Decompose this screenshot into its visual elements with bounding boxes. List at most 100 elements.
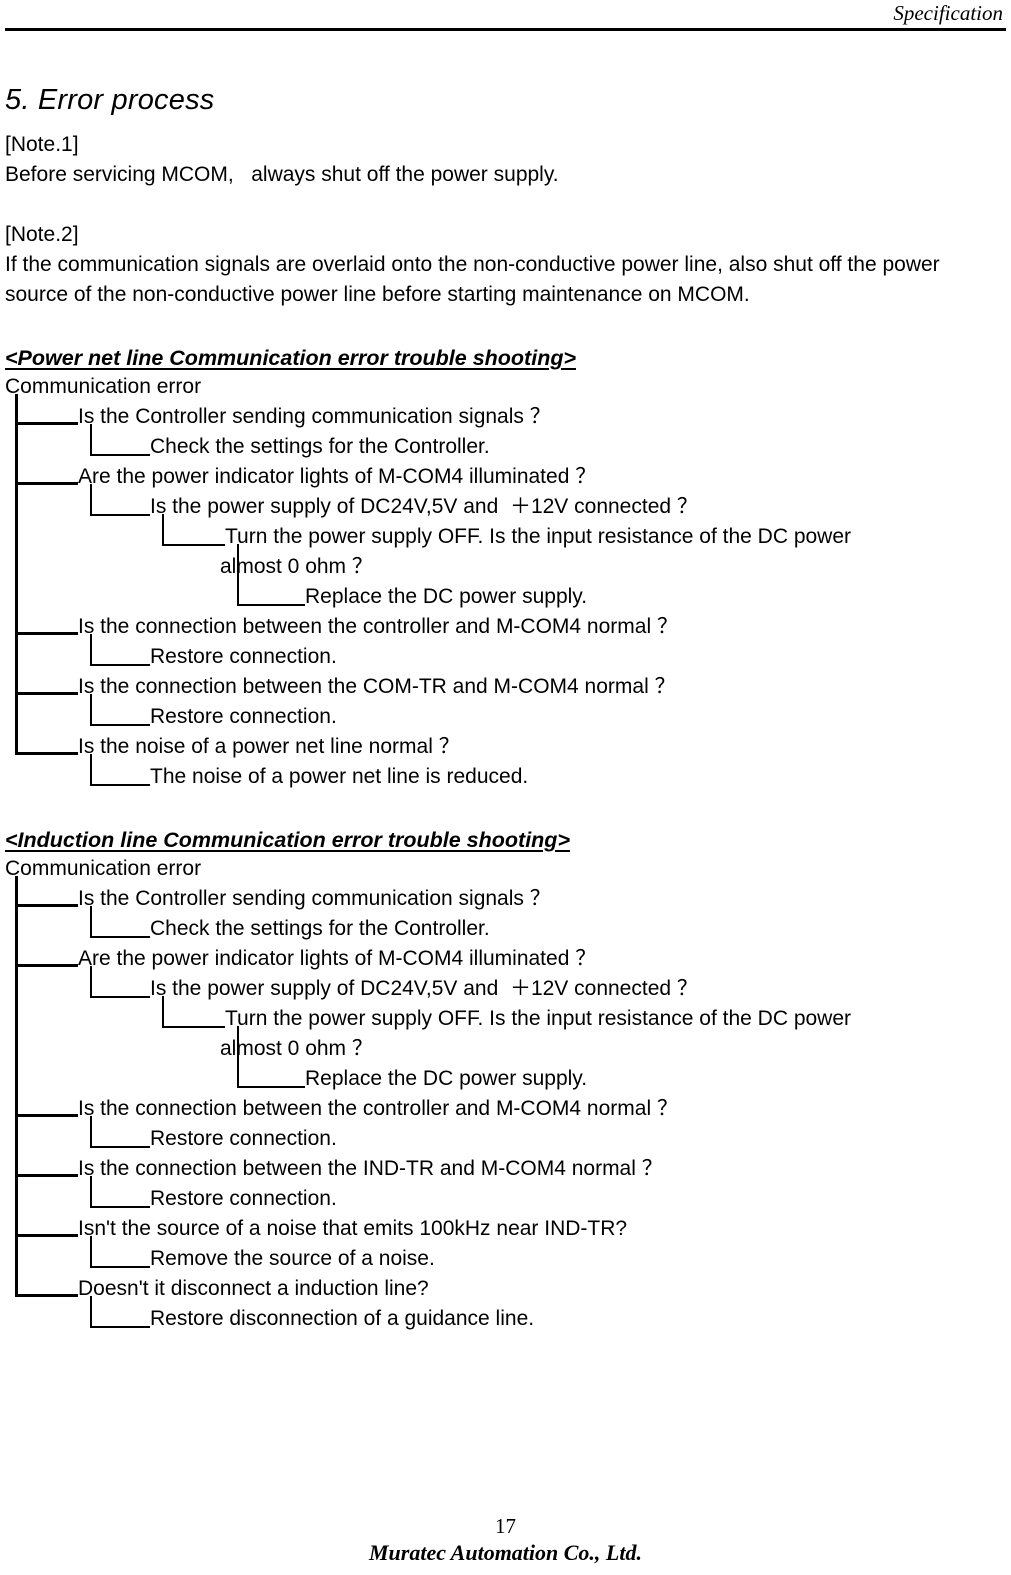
tree-node: Replace the DC power supply.	[5, 1064, 1005, 1094]
tree-connector-vertical	[90, 1236, 92, 1266]
tree-connector-horizontal	[15, 752, 78, 755]
tree-connector-vertical	[90, 1176, 92, 1206]
tree-node-label: Are the power indicator lights of M-COM4…	[78, 465, 597, 488]
tree-connector-horizontal	[90, 1206, 150, 1208]
tree-connector-horizontal	[90, 664, 150, 666]
tree-node: almost 0 ohm ？	[5, 1034, 1005, 1064]
tree-node: Restore connection.	[5, 702, 1005, 732]
tree-connector-horizontal	[162, 1026, 225, 1028]
spacer	[5, 118, 1005, 130]
tree-node: Is the connection between the COM-TR and…	[5, 672, 1005, 702]
tree-node-label: Restore connection.	[150, 705, 337, 728]
tree-connector-vertical	[15, 876, 18, 1294]
tree-2-title: <Induction line Communication error trou…	[5, 828, 570, 852]
tree-node-label: Are the power indicator lights of M-COM4…	[78, 947, 597, 970]
tree-1-title: <Power net line Communication error trou…	[5, 346, 577, 370]
spacer	[5, 310, 1005, 344]
tree-node-label: Replace the DC power supply.	[305, 585, 588, 608]
tree-node: Is the power supply of DC24V,5V and ＋12V…	[5, 492, 1005, 522]
tree-connector-horizontal	[15, 692, 78, 695]
document-body: 5. Error process [Note.1] Before servici…	[5, 36, 1005, 1334]
tree-node: Is the connection between the controller…	[5, 1094, 1005, 1124]
tree-node-label: Doesn't it disconnect a induction line?	[78, 1277, 429, 1300]
tree-connector-vertical	[90, 634, 92, 664]
tree-connector-horizontal	[15, 422, 78, 425]
header-title: Specification	[893, 1, 1003, 25]
tree-connector-horizontal	[90, 514, 150, 516]
tree-connector-vertical	[237, 1026, 239, 1086]
tree-node: almost 0 ohm ？	[5, 552, 1005, 582]
spacer	[5, 792, 1005, 826]
tree-node: Restore connection.	[5, 1124, 1005, 1154]
tree-node-label: Is the connection between the COM-TR and…	[78, 675, 676, 698]
tree-node-label: Is the power supply of DC24V,5V and ＋12V…	[150, 495, 698, 518]
tree-rows: Is the Controller sending communication …	[5, 394, 1005, 792]
tree-connector-vertical	[90, 754, 92, 784]
tree-node-label: Check the settings for the Controller.	[150, 917, 490, 940]
tree-node-label: Is the Controller sending communication …	[78, 405, 551, 428]
tree-connector-horizontal	[90, 724, 150, 726]
tree-node: Check the settings for the Controller.	[5, 432, 1005, 462]
tree-connector-horizontal	[15, 632, 78, 635]
tree-connector-horizontal	[90, 996, 150, 998]
tree-node: Remove the source of a noise.	[5, 1244, 1005, 1274]
tree-connector-horizontal	[90, 1326, 150, 1328]
tree-node-label: Replace the DC power supply.	[305, 1067, 588, 1090]
tree-connector-vertical	[90, 1296, 92, 1326]
tree-node: Doesn't it disconnect a induction line?	[5, 1274, 1005, 1304]
tree-node-label: almost 0 ohm ？	[220, 555, 373, 578]
tree-node-label: Is the connection between the controller…	[78, 615, 678, 638]
note-1-text: Before servicing MCOM, always shut off t…	[5, 163, 559, 186]
tree-connector-horizontal	[90, 936, 150, 938]
tree-node-label: Is the connection between the controller…	[78, 1097, 678, 1120]
tree-root-label: Communication error	[5, 857, 202, 880]
tree-connector-horizontal	[90, 454, 150, 456]
tree-node: Is the Controller sending communication …	[5, 884, 1005, 914]
spacer	[5, 190, 1005, 220]
tree-node: Is the noise of a power net line normal …	[5, 732, 1005, 762]
header-divider	[5, 28, 1006, 31]
tree-connector-vertical	[15, 394, 18, 752]
tree-node: The noise of a power net line is reduced…	[5, 762, 1005, 792]
tree-connector-vertical	[90, 966, 92, 996]
tree-connector-horizontal	[15, 1234, 78, 1237]
tree-connector-horizontal	[237, 1086, 305, 1088]
tree-node-label: Restore connection.	[150, 1187, 337, 1210]
tree-connector-horizontal	[90, 784, 150, 786]
tree-connector-horizontal	[15, 904, 78, 907]
tree-connector-horizontal	[15, 1174, 78, 1177]
tree-node: Replace the DC power supply.	[5, 582, 1005, 612]
tree-connector-horizontal	[15, 1294, 78, 1297]
tree-node: Check the settings for the Controller.	[5, 914, 1005, 944]
tree-node: Is the Controller sending communication …	[5, 402, 1005, 432]
tree-node: Are the power indicator lights of M-COM4…	[5, 462, 1005, 492]
tree-node-label: almost 0 ohm ？	[220, 1037, 373, 1060]
tree-node-label: Restore connection.	[150, 1127, 337, 1150]
tree-connector-vertical	[90, 484, 92, 514]
tree-connector-horizontal	[90, 1146, 150, 1148]
tree-node: Isn't the source of a noise that emits 1…	[5, 1214, 1005, 1244]
tree-node-label: Turn the power supply OFF. Is the input …	[225, 1007, 852, 1030]
tree-connector-horizontal	[15, 964, 78, 967]
tree-node-label: The noise of a power net line is reduced…	[150, 765, 529, 788]
tree-node-label: Check the settings for the Controller.	[150, 435, 490, 458]
note-2-text: If the communication signals are overlai…	[5, 253, 946, 306]
tree-connector-horizontal	[15, 1114, 78, 1117]
tree-node: Are the power indicator lights of M-COM4…	[5, 944, 1005, 974]
note-2-label: [Note.2]	[5, 223, 79, 246]
page-footer: 17 Muratec Automation Co., Ltd.	[0, 1513, 1011, 1567]
tree-connector-vertical	[90, 424, 92, 454]
tree-node: Is the connection between the IND-TR and…	[5, 1154, 1005, 1184]
tree-node: Turn the power supply OFF. Is the input …	[5, 1004, 1005, 1034]
tree-node-label: Is the noise of a power net line normal …	[78, 735, 460, 758]
tree-connector-vertical	[237, 544, 239, 604]
tree-node: Restore connection.	[5, 1184, 1005, 1214]
tree-rows: Is the Controller sending communication …	[5, 876, 1005, 1334]
tree-connector-horizontal	[162, 544, 225, 546]
tree-connector-vertical	[90, 906, 92, 936]
page-header: Specification	[0, 0, 1011, 36]
tree-node-label: Is the Controller sending communication …	[78, 887, 551, 910]
tree-connector-vertical	[90, 694, 92, 724]
